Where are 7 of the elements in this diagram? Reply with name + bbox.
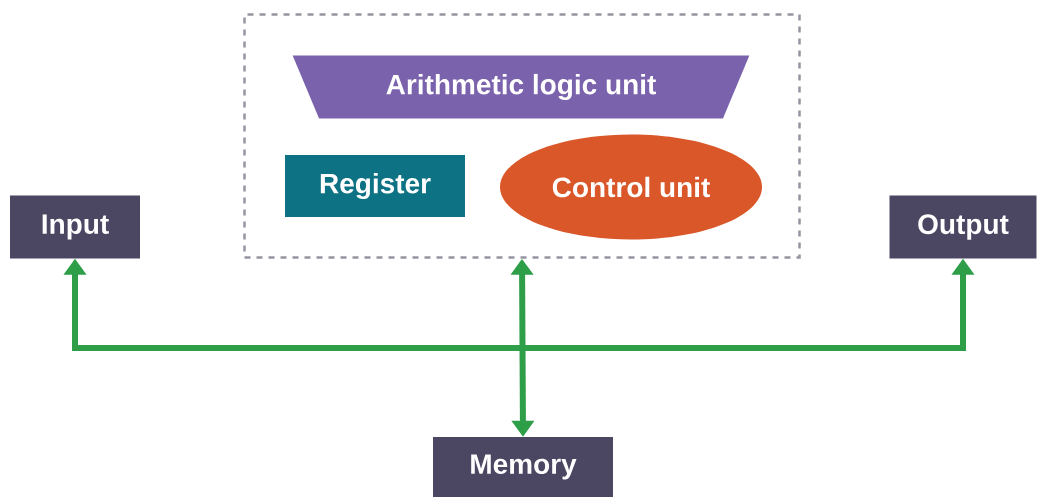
- oval-box: Control unit: [500, 134, 762, 240]
- trapezoid-box: Arithmetic logic unit: [292, 55, 750, 119]
- label-box: Output: [889, 195, 1037, 259]
- label-box: Register: [285, 155, 465, 217]
- label-box: Memory: [433, 437, 613, 497]
- dashed-frame: [243, 13, 801, 259]
- label-box: Input: [10, 195, 140, 259]
